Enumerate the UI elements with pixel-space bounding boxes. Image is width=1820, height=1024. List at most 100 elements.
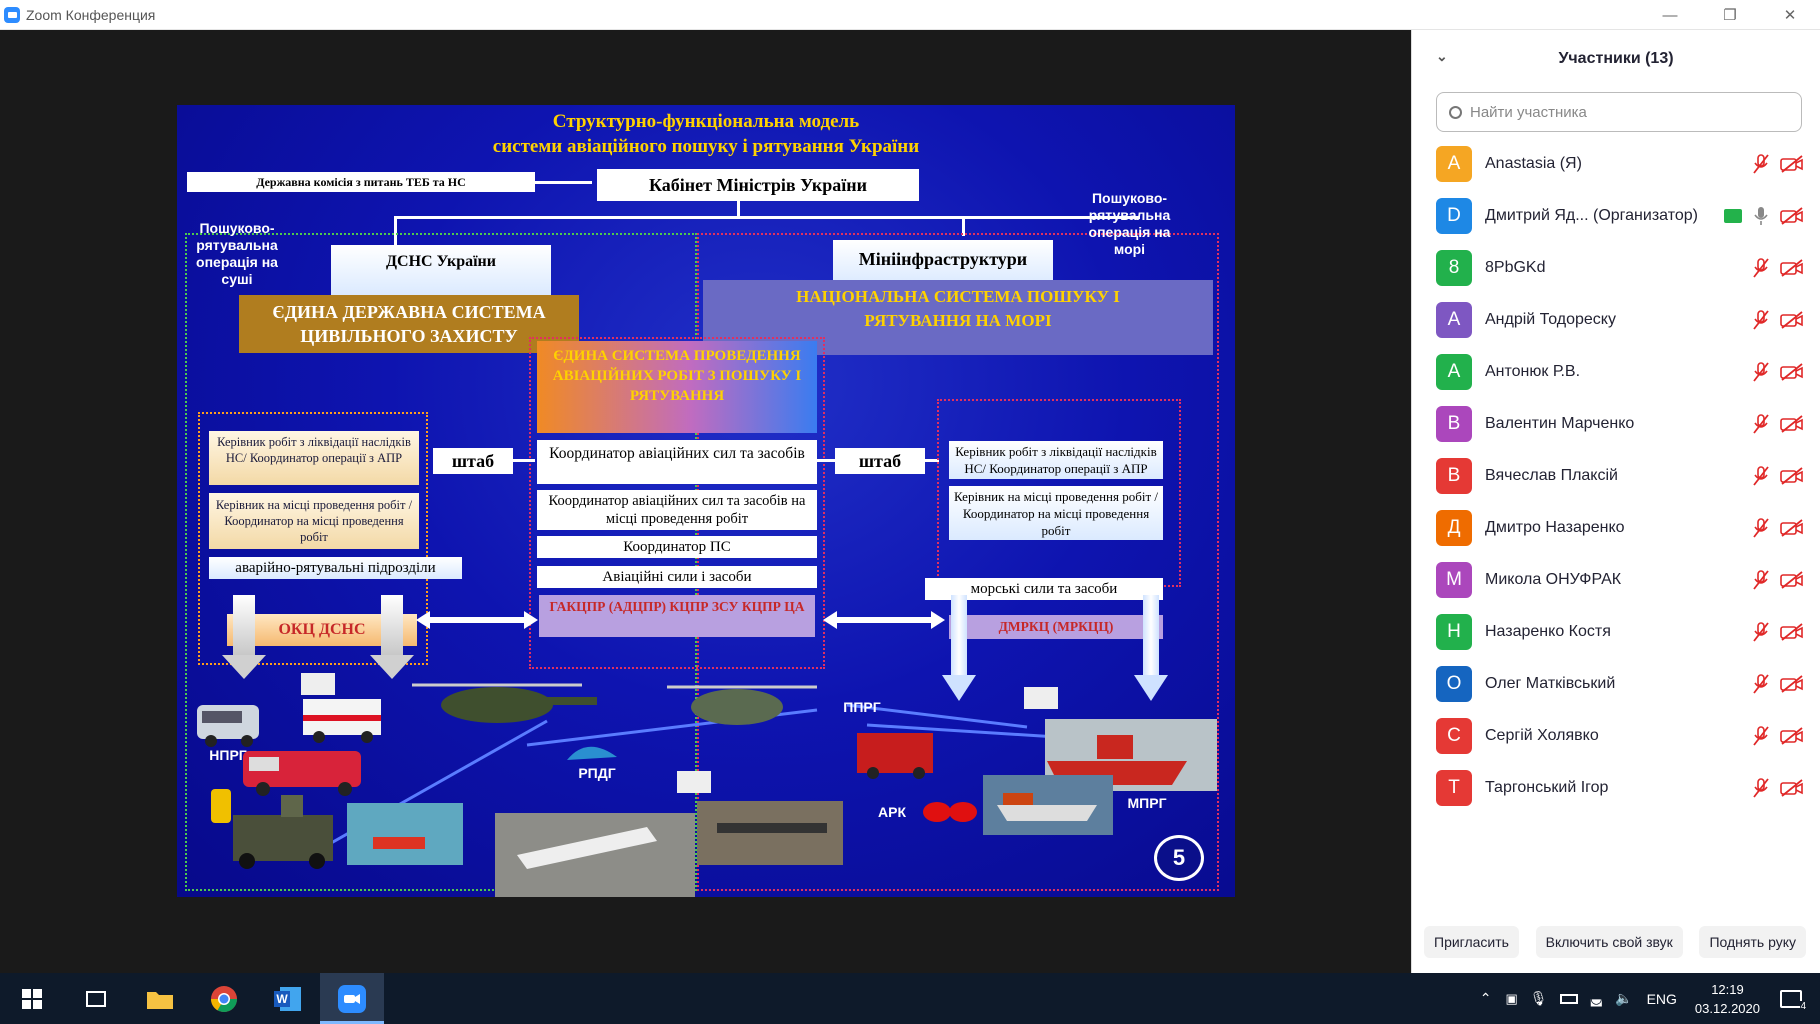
clock[interactable]: 12:19 03.12.2020 [1695, 980, 1760, 1018]
window-titlebar: Zoom Конференция — ❐ ✕ [0, 0, 1820, 30]
right-site-leader-box: Керівник на місці проведення робіт / Коо… [949, 486, 1163, 540]
clock-date: 03.12.2020 [1694, 1000, 1760, 1016]
invite-button[interactable]: Пригласить [1424, 926, 1519, 958]
camera-off-icon[interactable] [1780, 675, 1804, 693]
camera-off-icon[interactable] [1780, 727, 1804, 745]
sea-operation-label: Пошуково-рятувальна операція на морі [1088, 190, 1171, 257]
right-hq-box: штаб [835, 448, 925, 474]
land-zone-border [185, 233, 697, 891]
language-indicator[interactable]: ENG [1646, 990, 1677, 1007]
unified-aviation-system-box: ЄДИНА СИСТЕМА ПРОВЕДЕННЯ АВІАЦІЙНИХ РОБІ… [537, 341, 817, 433]
participant-name: Назаренко Костя [1485, 623, 1611, 640]
task-view-button[interactable] [64, 973, 128, 1024]
camera-off-icon[interactable] [1780, 415, 1804, 433]
microphone-muted-icon[interactable] [1752, 154, 1770, 174]
ark-label: АРК [878, 804, 906, 820]
participant-name: Олег Матківський [1485, 675, 1616, 692]
microphone-icon[interactable] [1752, 206, 1770, 226]
chrome-button[interactable] [192, 973, 256, 1024]
minimize-button[interactable]: — [1662, 6, 1678, 24]
left-hq-zone-border [198, 412, 428, 665]
avatar: 8 [1436, 250, 1472, 286]
microphone-muted-icon[interactable] [1752, 674, 1770, 694]
window-title: Zoom Конференция [26, 6, 156, 23]
close-button[interactable]: ✕ [1783, 7, 1797, 24]
avatar: В [1436, 458, 1472, 494]
wifi-icon[interactable]: ◛ [1589, 990, 1604, 1006]
clock-time: 12:19 [1711, 981, 1744, 997]
zoom-button[interactable] [320, 973, 384, 1024]
microphone-muted-icon[interactable] [1752, 726, 1770, 746]
camera-off-icon[interactable] [1780, 155, 1804, 173]
start-button[interactable] [0, 973, 64, 1024]
svg-text:W: W [276, 992, 288, 1006]
participants-header: ⌄ Участники (13) [1412, 30, 1820, 88]
microphone-tray-icon[interactable]: 🎙 [1529, 990, 1548, 1006]
restore-button[interactable]: ❐ [1723, 7, 1737, 24]
left-leader-box: Керівник робіт з ліквідації наслідків НС… [209, 431, 419, 485]
search-placeholder: Найти участника [1470, 103, 1587, 121]
microphone-muted-icon[interactable] [1752, 310, 1770, 330]
participant-name: Андрій Тодореску [1485, 311, 1616, 328]
camera-off-icon[interactable] [1780, 623, 1804, 641]
rpdg-label: РПДГ [578, 765, 616, 781]
down-arrow-icon [233, 595, 255, 655]
camera-off-icon[interactable] [1780, 779, 1804, 797]
camera-off-icon[interactable] [1780, 259, 1804, 277]
word-button[interactable]: W [256, 973, 320, 1024]
camera-off-icon[interactable] [1780, 363, 1804, 381]
battery-icon[interactable] [1559, 993, 1578, 1004]
camera-off-icon[interactable] [1780, 467, 1804, 485]
camera-off-icon[interactable] [1780, 571, 1804, 589]
down-arrow-icon [370, 655, 414, 679]
slide-title: Структурно-функціональна модель системи … [177, 109, 1235, 159]
participant-search-input[interactable]: Найти участника [1436, 92, 1802, 132]
camera-off-icon[interactable] [1780, 207, 1804, 225]
unmute-button[interactable]: Включить свой звук [1535, 926, 1683, 958]
file-explorer-button[interactable] [128, 973, 192, 1024]
microphone-muted-icon[interactable] [1752, 258, 1770, 278]
microphone-muted-icon[interactable] [1752, 622, 1770, 642]
right-leader-box: Керівник робіт з ліквідації наслідків НС… [949, 441, 1163, 479]
microphone-muted-icon[interactable] [1752, 466, 1770, 486]
connector-line [737, 195, 740, 217]
microphone-muted-icon[interactable] [1752, 778, 1770, 798]
participant-name: Антонюк Р.В. [1485, 363, 1581, 380]
notification-count: 4 [1800, 1000, 1806, 1012]
microphone-muted-icon[interactable] [1752, 518, 1770, 538]
connector-line [532, 181, 592, 184]
camera-off-icon[interactable] [1780, 519, 1804, 537]
camera-tray-icon[interactable]: ▣ [1505, 990, 1518, 1006]
camera-off-icon[interactable] [1780, 311, 1804, 329]
nprg-label: НПРГ [209, 747, 247, 763]
participant-name: Anastasia (Я) [1485, 155, 1582, 172]
zoom-logo-icon [4, 6, 20, 23]
connector-line [513, 459, 535, 462]
microphone-muted-icon[interactable] [1752, 414, 1770, 434]
notifications-icon[interactable]: 4 [1780, 989, 1806, 1012]
chevron-down-icon[interactable]: ⌄ [1436, 48, 1448, 64]
air-coordinator-box: Координатор авіаційних сил та засобів [537, 440, 817, 484]
tray-chevron-up-icon[interactable]: ⌃ [1479, 990, 1492, 1006]
microphone-muted-icon[interactable] [1752, 570, 1770, 590]
system-tray: ⌃ ▣ 🎙 ◛ 🔈 ENG 12:19 03.12.2020 4 [1480, 973, 1820, 1024]
speaker-icon[interactable]: 🔈 [1615, 990, 1633, 1006]
raise-hand-button[interactable]: Поднять руку [1699, 926, 1806, 958]
shared-screen-area: Структурно-функціональна модель системи … [0, 30, 1410, 973]
down-arrow-icon [1134, 675, 1168, 701]
air-forces-box: Авіаційні сили і засоби [537, 566, 817, 588]
microphone-muted-icon[interactable] [1752, 362, 1770, 382]
